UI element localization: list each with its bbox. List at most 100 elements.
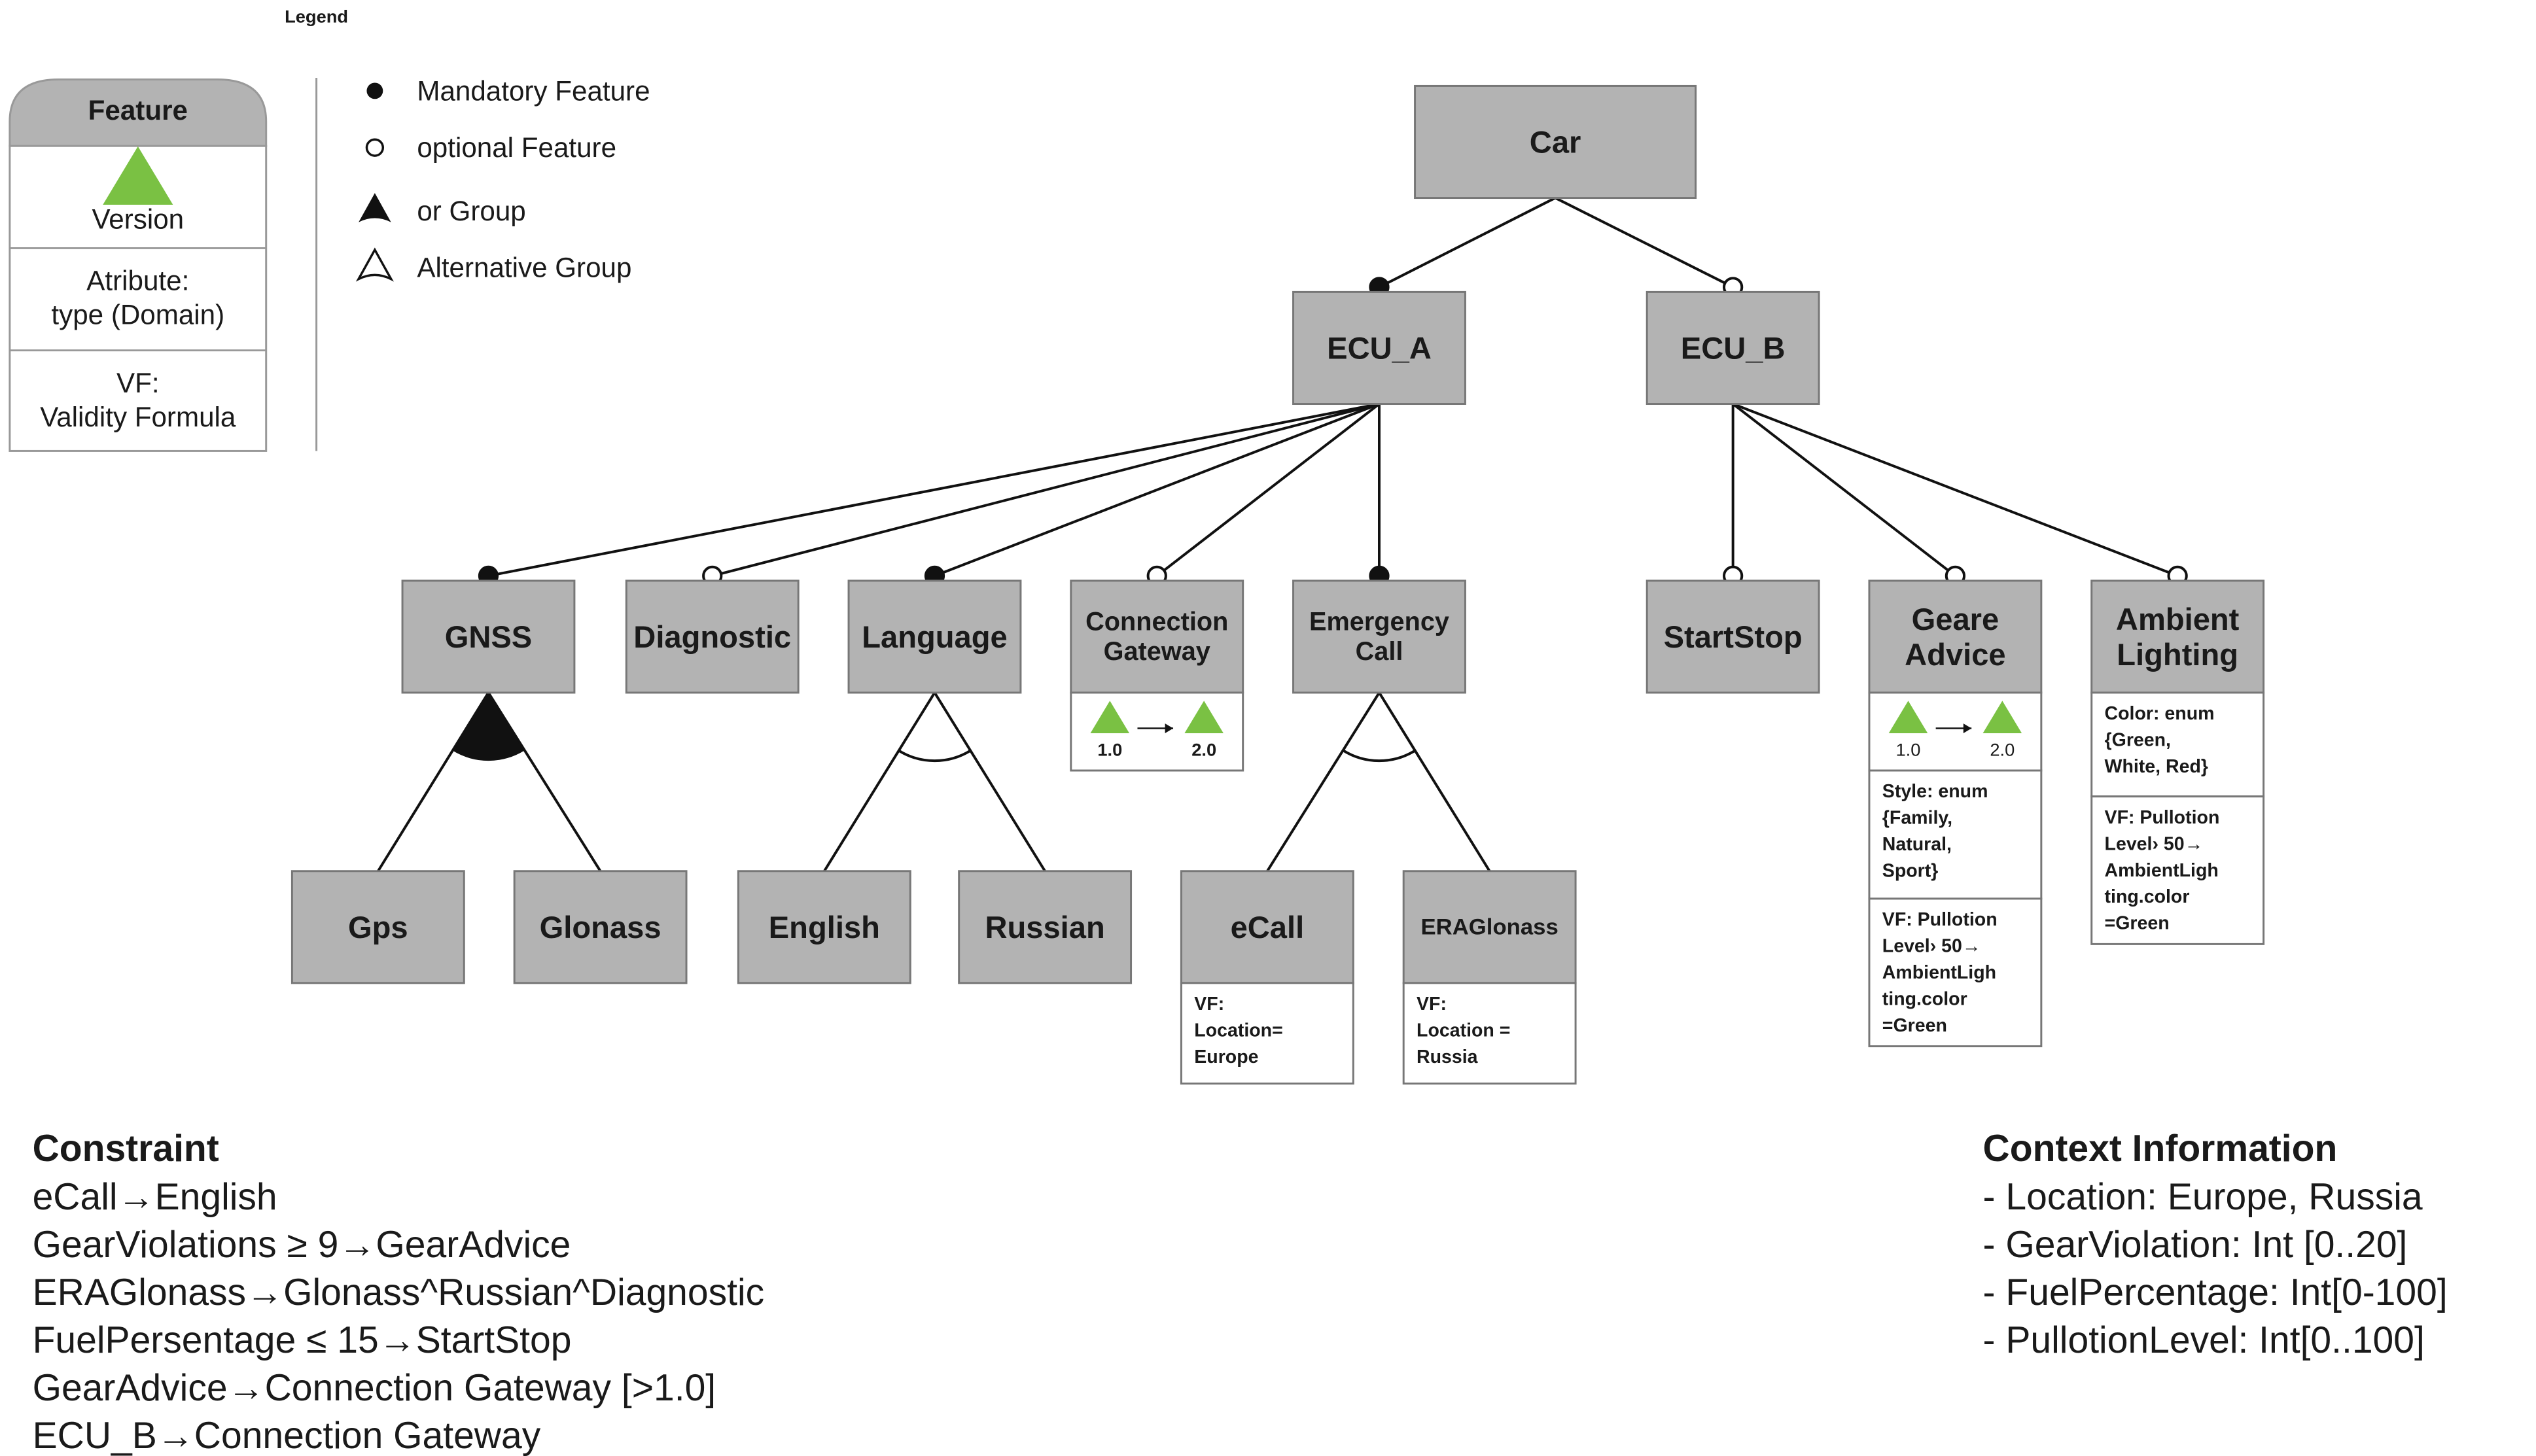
constraint-item: GearAdvice→Connection Gateway [>1.0] [33,1367,716,1409]
feature-box [1402,870,1577,984]
version-number: 1.0 [1097,739,1122,759]
feature-label: StartStop [1664,619,1803,654]
legend-symbol-label: Alternative Group [417,252,631,283]
constraint-item: ECU_B→Connection Gateway [33,1415,541,1456]
version-triangle-icon [103,146,173,205]
feature-box [737,870,911,984]
attribute-text: {Green, [2105,730,2171,751]
feature-ecu_a: ECU_A [1292,290,1466,406]
or-group-arc [452,692,525,761]
vf-text: VF: [1417,994,1447,1014]
feature-box [1414,84,1697,199]
feature-label: Call [1356,637,1403,666]
group-edge-gnss-glonass [487,691,602,872]
feature-label: GNSS [445,619,533,654]
feature-box [1292,290,1466,406]
edge-car-ecu_a [1379,196,1556,288]
feature-label: ECU_A [1327,330,1432,365]
feature-label: Lighting [2117,637,2238,672]
vf-text: Level› 50→ [1882,936,1981,957]
vf-text: VF: Pullotion [1882,909,1998,930]
vf-text: =Green [2105,913,2170,934]
constraint-item: FuelPersentage ≤ 15→StartStop [33,1319,572,1361]
vf-text: VF: [1194,994,1224,1014]
groups-layer [377,691,1491,872]
version-number: 1.0 [1896,739,1921,759]
edge-car-ecu_b [1555,196,1734,288]
mandatory-feature-icon [366,82,383,99]
alternative-group-icon [355,247,394,282]
feature-label: Diagnostic [633,619,791,654]
feature-gps: Gps [291,870,465,984]
version-triangle-icon [1982,701,2022,733]
feature-label: Gps [348,910,408,945]
legend-attribute-label: Atribute: [86,266,189,296]
feature-label: Glonass [540,910,661,945]
constraint-item: GearViolations ≥ 9→GearAdvice [33,1224,571,1266]
vf-text: Russia [1417,1047,1479,1067]
feature-label: ECU_B [1681,330,1786,365]
group-edge-emergency_call-eraglonass [1378,691,1491,872]
vf-text: AmbientLigh [1882,962,1996,983]
edges-layer [478,196,2188,587]
feature-startstop: StartStop [1646,580,1820,694]
optional-feature-icon [365,138,385,157]
feature-box [291,870,465,984]
legend-vf-label: VF: [116,368,160,398]
feature-label: Emergency [1309,608,1449,636]
version-triangle-icon [1184,701,1224,733]
group-edge-language-russian [933,691,1046,872]
or-group-icon [359,193,391,222]
vf-section [1868,897,2043,1048]
feature-box [625,580,800,694]
feature-language: Language [847,580,1022,694]
legend-symbol-label: or Group [417,196,525,226]
constraint-title: Constraint [33,1128,219,1170]
attribute-section [1868,769,2043,900]
feature-box [1292,580,1466,694]
version-number: 2.0 [1191,739,1216,759]
attribute-text: Style: enum [1882,781,1988,802]
feature-russian: Russian [958,870,1133,984]
edge-ecu_a-diagnostic [712,402,1380,578]
attribute-text: White, Red} [2105,756,2208,777]
version-triangle-icon [1090,701,1130,733]
feature-box [2090,580,2265,694]
feature-glonass: Glonass [513,870,688,984]
vf-text: VF: Pullotion [2105,807,2220,828]
feature-box [1180,870,1354,984]
feature-box [513,870,688,984]
vf-section [1402,982,1577,1085]
context-item: - Location: Europe, Russia [1983,1176,2423,1218]
feature-label: Advice [1905,637,2006,672]
feature-box [958,870,1133,984]
edge-ecu_a-language [934,402,1380,578]
legend-vf-label: Validity Formula [40,402,236,432]
legend-attribute-label: type (Domain) [51,300,224,330]
alternative-group-arc [898,749,972,763]
vf-section [1180,982,1354,1085]
vf-text: ting.color [2105,886,2190,907]
legend-symbol-label: Mandatory Feature [417,75,650,106]
feature-box [1868,580,2043,694]
feature-label: eCall [1231,910,1305,945]
vf-text: Location= [1194,1020,1282,1041]
edge-ecu_a-connection_gateway [1156,402,1381,577]
legend-title: Legend [285,6,348,26]
feature-label: Geare [1912,602,1999,636]
feature-label: English [769,910,880,945]
feature-box [1646,290,1820,406]
edge-ecu_b-geare_advice [1732,402,1956,577]
vf-text: =Green [1882,1015,1947,1036]
attribute-text: Sport} [1882,861,1939,882]
version-number: 2.0 [1990,739,2015,759]
feature-box [847,580,1022,694]
constraint-item: eCall→English [33,1176,277,1218]
context-title: Context Information [1983,1128,2338,1170]
feature-label: Language [862,619,1007,654]
feature-box [1646,580,1820,694]
